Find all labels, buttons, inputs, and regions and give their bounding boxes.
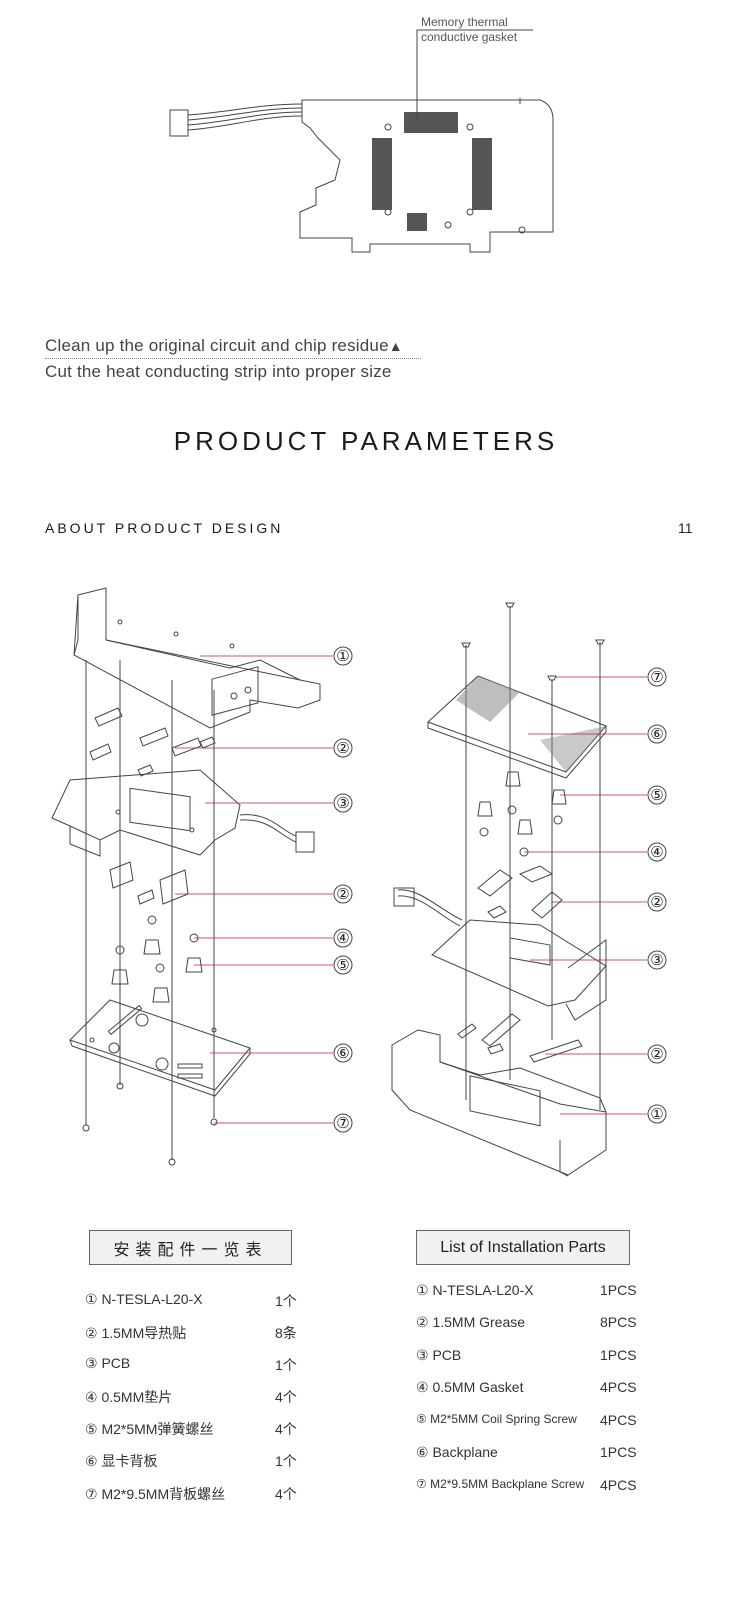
- memory-pad-left: [372, 138, 392, 210]
- left-callout-2b: ②: [336, 885, 349, 903]
- memory-pad-right: [472, 138, 492, 210]
- parts-en-row: ③ PCB 1PCS: [416, 1347, 637, 1364]
- parts-cn-row: ① N-TESLA-L20-X 1个: [85, 1291, 297, 1309]
- parts-en-row: ④ 0.5MM Gasket 4PCS: [416, 1379, 637, 1396]
- right-callouts: ⑦ ⑥ ⑤ ④ ② ③ ② ①: [647, 667, 667, 1124]
- parts-list-cn-heading: 安装配件一览表: [89, 1230, 292, 1265]
- right-callout-6: ⑥: [650, 725, 663, 743]
- part-name: ⑥ 显卡背板: [85, 1453, 158, 1469]
- part-name: ⑦ M2*9.5MM背板螺丝: [85, 1486, 226, 1502]
- parts-cn-row: ⑥ 显卡背板 1个: [85, 1451, 297, 1471]
- gasket-label-line1: Memory thermal: [421, 15, 508, 29]
- step-clean-text: Clean up the original circuit and chip r…: [45, 336, 389, 355]
- page-number: 11: [678, 520, 693, 536]
- parts-en-row: ⑤ M2*5MM Coil Spring Screw 4PCS: [416, 1412, 637, 1428]
- parts-en-row: ⑦ M2*9.5MM Backplane Screw 4PCS: [416, 1477, 637, 1493]
- parts-cn-row: ② 1.5MM导热贴 8条: [85, 1323, 297, 1343]
- left-callout-6: ⑥: [336, 1044, 349, 1062]
- part-name: ③ PCB: [85, 1355, 131, 1371]
- label-leader: [416, 29, 533, 122]
- part-name: ② 1.5MM Grease: [416, 1314, 526, 1330]
- part-qty: 1PCS: [600, 1282, 637, 1298]
- pcb-board-right: [431, 919, 607, 1007]
- parts-en-row: ① N-TESLA-L20-X 1PCS: [416, 1282, 637, 1299]
- gasket-label-line2: conductive gasket: [421, 30, 518, 44]
- pcb-outline: [299, 99, 554, 253]
- left-callout-3: ③: [336, 794, 349, 812]
- parts-cn-row: ⑤ M2*5MM弹簧螺丝 4个: [85, 1419, 297, 1439]
- part-name: ⑦ M2*9.5MM Backplane Screw: [416, 1477, 585, 1491]
- part-qty: 4PCS: [600, 1412, 637, 1428]
- left-callouts: ① ② ③ ② ④ ⑤ ⑥ ⑦: [333, 646, 353, 1133]
- part-qty: 1PCS: [600, 1444, 637, 1460]
- left-callout-7: ⑦: [336, 1114, 349, 1132]
- step-clean-note: Clean up the original circuit and chip r…: [45, 336, 403, 356]
- right-callout-2b: ②: [650, 1045, 663, 1063]
- memory-pad-top: [404, 112, 458, 133]
- parts-cn-row: ③ PCB 1个: [85, 1355, 297, 1373]
- left-callout-1: ①: [336, 647, 349, 665]
- part-qty: 1PCS: [600, 1347, 637, 1363]
- part-qty: 1个: [275, 1357, 297, 1373]
- part-qty: 4PCS: [600, 1379, 637, 1395]
- cooler-block-right: [391, 1029, 607, 1176]
- right-callout-4: ④: [650, 843, 663, 861]
- part-name: ⑥ Backplane: [416, 1444, 498, 1460]
- left-callout-2a: ②: [336, 739, 349, 757]
- gasket-label: Memory thermal conductive gasket: [421, 15, 517, 45]
- part-name: ④ 0.5MM Gasket: [416, 1379, 524, 1395]
- part-name: ④ 0.5MM垫片: [85, 1389, 173, 1405]
- parts-en-row: ② 1.5MM Grease 8PCS: [416, 1314, 637, 1331]
- step-cut-note: Cut the heat conducting strip into prope…: [45, 362, 392, 381]
- right-callout-1: ①: [650, 1105, 663, 1123]
- part-qty: 4PCS: [600, 1477, 637, 1493]
- page-title: PRODUCT PARAMETERS: [173, 426, 559, 456]
- cooler-block: [73, 587, 321, 729]
- right-callout-7: ⑦: [650, 668, 663, 686]
- part-qty: 8条: [275, 1325, 297, 1341]
- section-subtitle: ABOUT PRODUCT DESIGN: [45, 520, 284, 536]
- pcb-board-left: [51, 769, 241, 856]
- power-connector: [169, 109, 189, 137]
- part-name: ① N-TESLA-L20-X: [416, 1282, 534, 1298]
- dotted-divider: [45, 358, 421, 359]
- part-name: ⑤ M2*5MM弹簧螺丝: [85, 1421, 214, 1437]
- right-callout-5: ⑤: [650, 786, 663, 804]
- part-qty: 1个: [275, 1453, 297, 1469]
- part-name: ③ PCB: [416, 1347, 462, 1363]
- part-qty: 4个: [275, 1421, 297, 1437]
- part-qty: 8PCS: [600, 1314, 637, 1330]
- memory-pad-bottom: [407, 213, 427, 231]
- parts-cn-row: ④ 0.5MM垫片 4个: [85, 1387, 297, 1407]
- parts-cn-row: ⑦ M2*9.5MM背板螺丝 4个: [85, 1484, 297, 1504]
- right-callout-3: ③: [650, 951, 663, 969]
- cable-wire: [187, 103, 303, 116]
- parts-en-row: ⑥ Backplane 1PCS: [416, 1444, 637, 1461]
- left-callout-5: ⑤: [336, 956, 349, 974]
- right-callout-2a: ②: [650, 893, 663, 911]
- part-name: ⑤ M2*5MM Coil Spring Screw: [416, 1412, 577, 1426]
- left-callout-4: ④: [336, 929, 349, 947]
- part-name: ② 1.5MM导热贴: [85, 1325, 187, 1341]
- pcb-thermal-pad-diagram: [169, 29, 554, 253]
- parts-list-en-heading: List of Installation Parts: [416, 1230, 630, 1265]
- part-name: ① N-TESLA-L20-X: [85, 1291, 203, 1307]
- backplane-left: [69, 999, 251, 1091]
- backplane-right: [427, 675, 607, 773]
- part-qty: 1个: [275, 1293, 297, 1309]
- part-qty: 4个: [275, 1389, 297, 1405]
- triangle-icon: ▲: [388, 338, 403, 354]
- part-qty: 4个: [275, 1486, 297, 1502]
